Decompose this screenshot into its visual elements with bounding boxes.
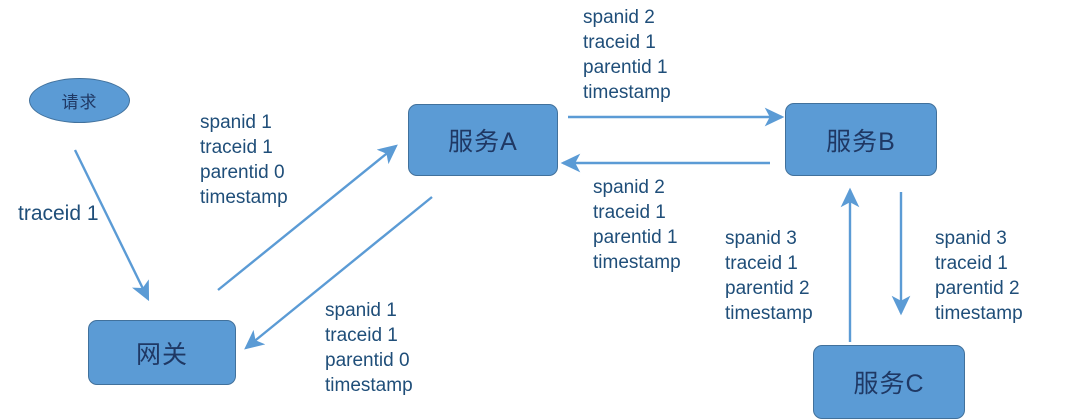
label-line-parentid: parentid 2 bbox=[725, 278, 810, 299]
label-line-traceid: traceid 1 bbox=[935, 253, 1008, 274]
label-line-spanid: spanid 3 bbox=[725, 228, 797, 249]
label-service-b-to-service-c: spanid 3 traceid 1 parentid 2 timestamp bbox=[935, 226, 1023, 326]
label-gateway-to-service-a: spanid 1 traceid 1 parentid 0 timestamp bbox=[200, 110, 288, 210]
label-line-parentid: parentid 0 bbox=[325, 350, 410, 371]
label-line-parentid: parentid 1 bbox=[583, 57, 668, 78]
node-gateway[interactable]: 网关 bbox=[88, 320, 236, 385]
label-line-traceid: traceid 1 bbox=[200, 137, 273, 158]
node-service-a-label: 服务A bbox=[448, 128, 518, 156]
label-line-traceid: traceid 1 bbox=[725, 253, 798, 274]
label-line-traceid: traceid 1 bbox=[325, 325, 398, 346]
label-entry-traceid: traceid 1 bbox=[18, 202, 99, 225]
label-line-traceid: traceid 1 bbox=[593, 202, 666, 223]
label-line-parentid: parentid 1 bbox=[593, 227, 678, 248]
node-service-b-label: 服务B bbox=[826, 127, 896, 156]
label-line-spanid: spanid 1 bbox=[325, 300, 397, 321]
label-service-c-to-service-b: spanid 3 traceid 1 parentid 2 timestamp bbox=[725, 226, 813, 326]
label-service-a-to-service-b: spanid 2 traceid 1 parentid 1 timestamp bbox=[583, 5, 671, 105]
node-service-a[interactable]: 服务A bbox=[408, 104, 558, 176]
arrow-service-a-to-gateway bbox=[244, 196, 433, 350]
label-line-timestamp: timestamp bbox=[593, 252, 681, 273]
arrow-request-to-gateway bbox=[73, 149, 150, 302]
label-line-timestamp: timestamp bbox=[200, 187, 288, 208]
node-request[interactable]: 请求 bbox=[29, 78, 130, 123]
label-line-spanid: spanid 3 bbox=[935, 228, 1007, 249]
label-service-b-to-service-a: spanid 2 traceid 1 parentid 1 timestamp bbox=[593, 175, 681, 275]
label-line-timestamp: timestamp bbox=[725, 303, 813, 324]
label-line-traceid: traceid 1 bbox=[583, 32, 656, 53]
node-service-c[interactable]: 服务C bbox=[813, 345, 965, 419]
label-line-spanid: spanid 2 bbox=[593, 177, 665, 198]
node-gateway-label: 网关 bbox=[135, 340, 188, 369]
node-service-b[interactable]: 服务B bbox=[785, 103, 937, 176]
label-service-a-to-gateway: spanid 1 traceid 1 parentid 0 timestamp bbox=[325, 298, 413, 398]
label-line-timestamp: timestamp bbox=[583, 82, 671, 103]
arrow-gateway-to-service-a bbox=[217, 144, 398, 291]
label-line-parentid: parentid 0 bbox=[200, 162, 285, 183]
node-service-c-label: 服务C bbox=[853, 370, 925, 398]
label-line-parentid: parentid 2 bbox=[935, 278, 1020, 299]
label-line-spanid: spanid 1 bbox=[200, 112, 272, 133]
label-line-timestamp: timestamp bbox=[935, 303, 1023, 324]
node-request-label: 请求 bbox=[61, 93, 98, 112]
label-line-timestamp: timestamp bbox=[325, 375, 413, 396]
label-line-spanid: spanid 2 bbox=[583, 7, 655, 28]
